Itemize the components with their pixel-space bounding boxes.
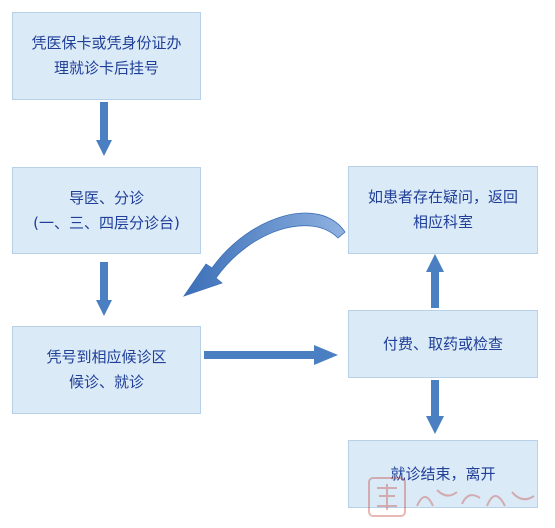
arrow-step3-to-step4 xyxy=(204,345,338,365)
step3-line1: 凭号到相应候诊区 xyxy=(46,348,167,366)
step1-line1: 凭医保卡或凭身份证办 xyxy=(31,34,182,52)
step3-line2: 候诊、就诊 xyxy=(68,373,144,391)
step6-line2: 相应科室 xyxy=(412,213,473,231)
step6-line1: 如患者存在疑问，返回 xyxy=(367,188,518,206)
step4-box: 付费、取药或检查 xyxy=(348,310,538,378)
step6-box: 如患者存在疑问，返回 相应科室 xyxy=(348,166,538,254)
step1-box: 凭医保卡或凭身份证办 理就诊卡后挂号 xyxy=(12,12,201,100)
seal-watermark xyxy=(368,477,535,517)
arrow-step4-to-step6 xyxy=(426,254,444,308)
step5-line1: 就诊结束，离开 xyxy=(390,464,496,483)
arrow-step6-to-step2-curved xyxy=(182,212,346,297)
step2-box: 导医、分诊 (一、三、四层分诊台) xyxy=(12,167,201,254)
step1-line2: 理就诊卡后挂号 xyxy=(53,59,159,77)
step2-line2: (一、三、四层分诊台) xyxy=(33,213,180,232)
arrow-step1-to-step2 xyxy=(96,102,112,156)
step5-box: 就诊结束，离开 xyxy=(348,440,538,508)
step4-line1: 付费、取药或检查 xyxy=(382,334,503,353)
arrow-step2-to-step3 xyxy=(96,262,112,316)
step2-line1: 导医、分诊 xyxy=(68,188,144,207)
step3-box: 凭号到相应候诊区 候诊、就诊 xyxy=(12,326,201,414)
arrow-step4-to-step5 xyxy=(426,380,444,434)
